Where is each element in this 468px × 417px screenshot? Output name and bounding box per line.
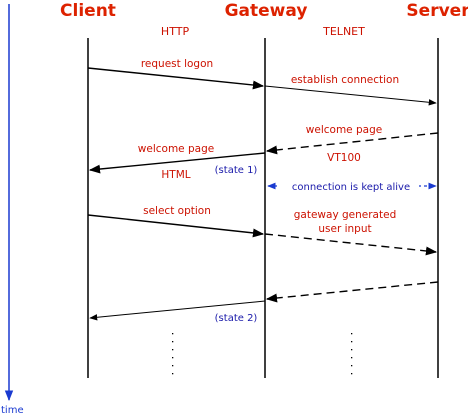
label-state-2: (state 2) — [215, 313, 258, 324]
label-select-option: select option — [143, 205, 211, 217]
label-welcome-page-client: welcome page — [138, 143, 214, 155]
label-welcome-page-server: welcome page — [306, 124, 382, 136]
arrow-gateway-response-2 — [89, 300, 266, 321]
arrow-select-option — [87, 214, 265, 238]
label-vt100: VT100 — [327, 152, 361, 164]
label-html: HTML — [161, 169, 190, 181]
actor-server: Server — [406, 1, 468, 21]
kept-alive-label-bg — [279, 178, 419, 194]
label-request-logon: request logon — [141, 58, 213, 70]
protocol-http: HTTP — [161, 25, 190, 38]
label-state-1: (state 1) — [215, 165, 258, 176]
label-establish-connection: establish connection — [291, 74, 399, 86]
arrow-establish-connection — [264, 85, 437, 106]
time-label: time — [1, 405, 24, 416]
arrow-request-logon — [87, 67, 265, 90]
continuation-dots-http — [172, 333, 174, 375]
label-gateway-generated: gateway generated — [294, 209, 396, 221]
arrow-gateway-generated — [264, 233, 438, 256]
protocol-telnet: TELNET — [322, 25, 365, 38]
actor-client: Client — [60, 1, 116, 21]
arrow-welcome-page-server — [265, 132, 439, 155]
arrow-welcome-page-client — [88, 152, 266, 174]
continuation-dots-telnet — [351, 333, 353, 375]
actor-gateway: Gateway — [225, 1, 308, 21]
label-user-input: user input — [318, 223, 371, 235]
arrow-server-response-2 — [265, 281, 439, 303]
label-kept-alive: connection is kept alive — [292, 182, 410, 193]
